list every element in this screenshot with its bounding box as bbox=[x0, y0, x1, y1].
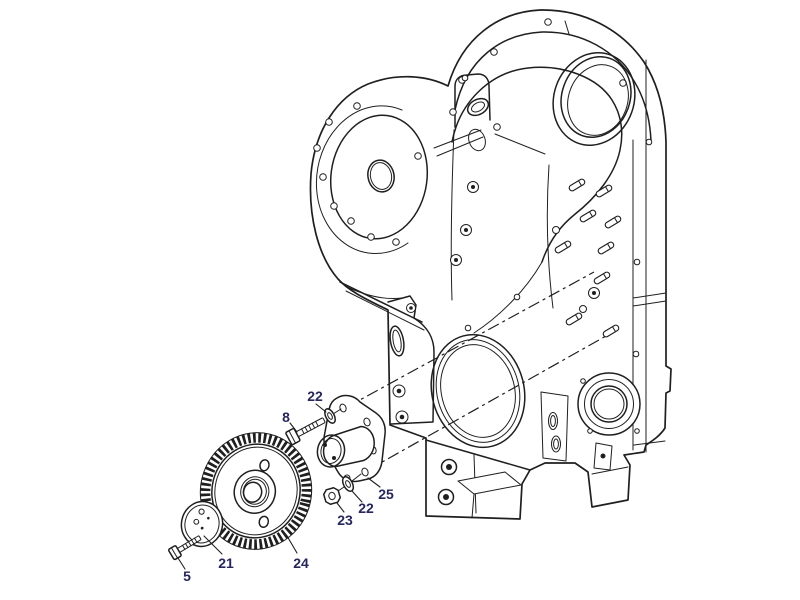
strut-bosses bbox=[450, 181, 479, 266]
washer-front bbox=[324, 408, 336, 424]
callout-24: 24 bbox=[286, 535, 309, 571]
callout-22-front: 22 bbox=[307, 388, 327, 413]
callout-25: 25 bbox=[367, 477, 394, 502]
mounting-feet bbox=[425, 439, 629, 519]
seal-housing bbox=[577, 372, 641, 436]
thrust-plate bbox=[180, 500, 224, 548]
stud-panel bbox=[546, 138, 653, 358]
callout-5: 5 bbox=[177, 557, 191, 584]
callout-label-22-front: 22 bbox=[307, 388, 323, 404]
callout-22-rear: 22 bbox=[351, 490, 374, 516]
callout-8: 8 bbox=[282, 409, 298, 433]
upper-bracket bbox=[433, 73, 546, 301]
top-arch bbox=[454, 18, 652, 142]
assembly-axis-lines bbox=[346, 271, 607, 471]
front-cover-plate bbox=[313, 102, 429, 299]
timing-case-housing bbox=[309, 9, 672, 520]
callouts: 5 8 21 22 22 23 24 25 bbox=[177, 388, 394, 584]
callout-label-8: 8 bbox=[282, 409, 290, 425]
callout-label-5: 5 bbox=[183, 568, 191, 584]
lower-bracket bbox=[540, 391, 569, 462]
gear-pocket-hump bbox=[451, 66, 623, 334]
cover-bolt-holes bbox=[313, 102, 422, 246]
left-mount-bracket bbox=[387, 295, 435, 425]
callout-label-22-rear: 22 bbox=[358, 500, 374, 516]
callout-label-23: 23 bbox=[337, 512, 353, 528]
callout-label-25: 25 bbox=[378, 486, 394, 502]
nut bbox=[322, 486, 342, 506]
right-rail bbox=[632, 59, 667, 453]
camshaft-opening bbox=[552, 52, 636, 146]
axis-line-upper bbox=[346, 271, 595, 408]
gasket-parting-lines bbox=[339, 281, 521, 332]
callout-21: 21 bbox=[203, 535, 234, 571]
idler-hub-flange bbox=[316, 394, 386, 483]
callout-23: 23 bbox=[336, 502, 353, 528]
bolt-small bbox=[168, 535, 202, 561]
callout-label-24: 24 bbox=[293, 555, 309, 571]
idler-assembly bbox=[168, 394, 386, 561]
bolt-front bbox=[285, 417, 326, 446]
callout-label-21: 21 bbox=[218, 555, 234, 571]
idler-gear bbox=[199, 432, 313, 550]
